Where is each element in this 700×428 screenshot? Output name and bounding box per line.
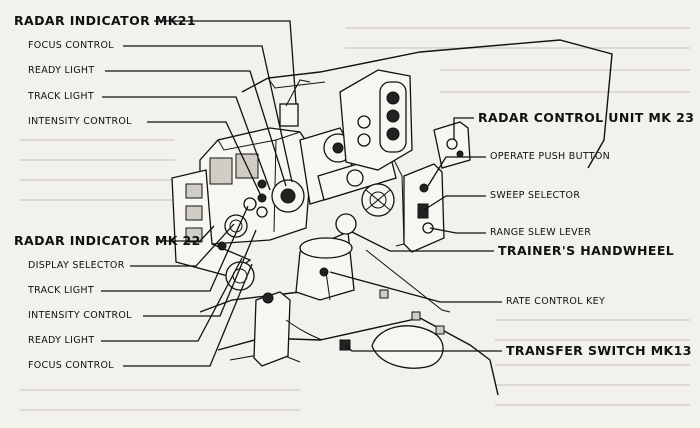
label-radar-indicator-mk22: RADAR INDICATOR MK 22 [14, 233, 201, 248]
label-focus-control-upper: FOCUS CONTROL [28, 40, 114, 51]
label-intensity-control-lower: INTENSITY CONTROL [28, 310, 132, 321]
radar-control-unit-mk23 [361, 121, 471, 253]
label-operate-push-button: OPERATE PUSH BUTTON [490, 151, 611, 162]
label-intensity-control-upper: INTENSITY CONTROL [28, 116, 132, 127]
label-track-light-lower: TRACK LIGHT [28, 285, 94, 296]
foot-pedal [371, 325, 444, 369]
trainers-handwheel-assembly [225, 213, 357, 301]
label-radar-control-unit-mk23: RADAR CONTROL UNIT MK 23 [478, 110, 695, 125]
lower-pedestal [253, 249, 451, 367]
leader-lines [101, 20, 502, 367]
label-ready-light-upper: READY LIGHT [28, 65, 95, 76]
label-focus-control-lower: FOCUS CONTROL [28, 360, 114, 371]
indicator-pedestal [339, 69, 413, 171]
label-rate-control-key: RATE CONTROL KEY [506, 296, 606, 307]
label-display-selector: DISPLAY SELECTOR [28, 260, 125, 271]
label-track-light-upper: TRACK LIGHT [28, 91, 94, 102]
label-transfer-switch-mk13: TRANSFER SWITCH MK13 [506, 343, 692, 358]
label-radar-indicator-mk21: RADAR INDICATOR MK21 [14, 13, 196, 28]
radar-indicator-mk21-unit [199, 79, 313, 245]
label-range-slew-lever: RANGE SLEW LEVER [490, 227, 592, 238]
label-sweep-selector: SWEEP SELECTOR [490, 190, 581, 201]
background-text-ghost [20, 27, 690, 411]
label-trainers-handwheel: TRAINER'S HANDWHEEL [498, 243, 675, 258]
label-ready-light-lower: READY LIGHT [28, 335, 95, 346]
